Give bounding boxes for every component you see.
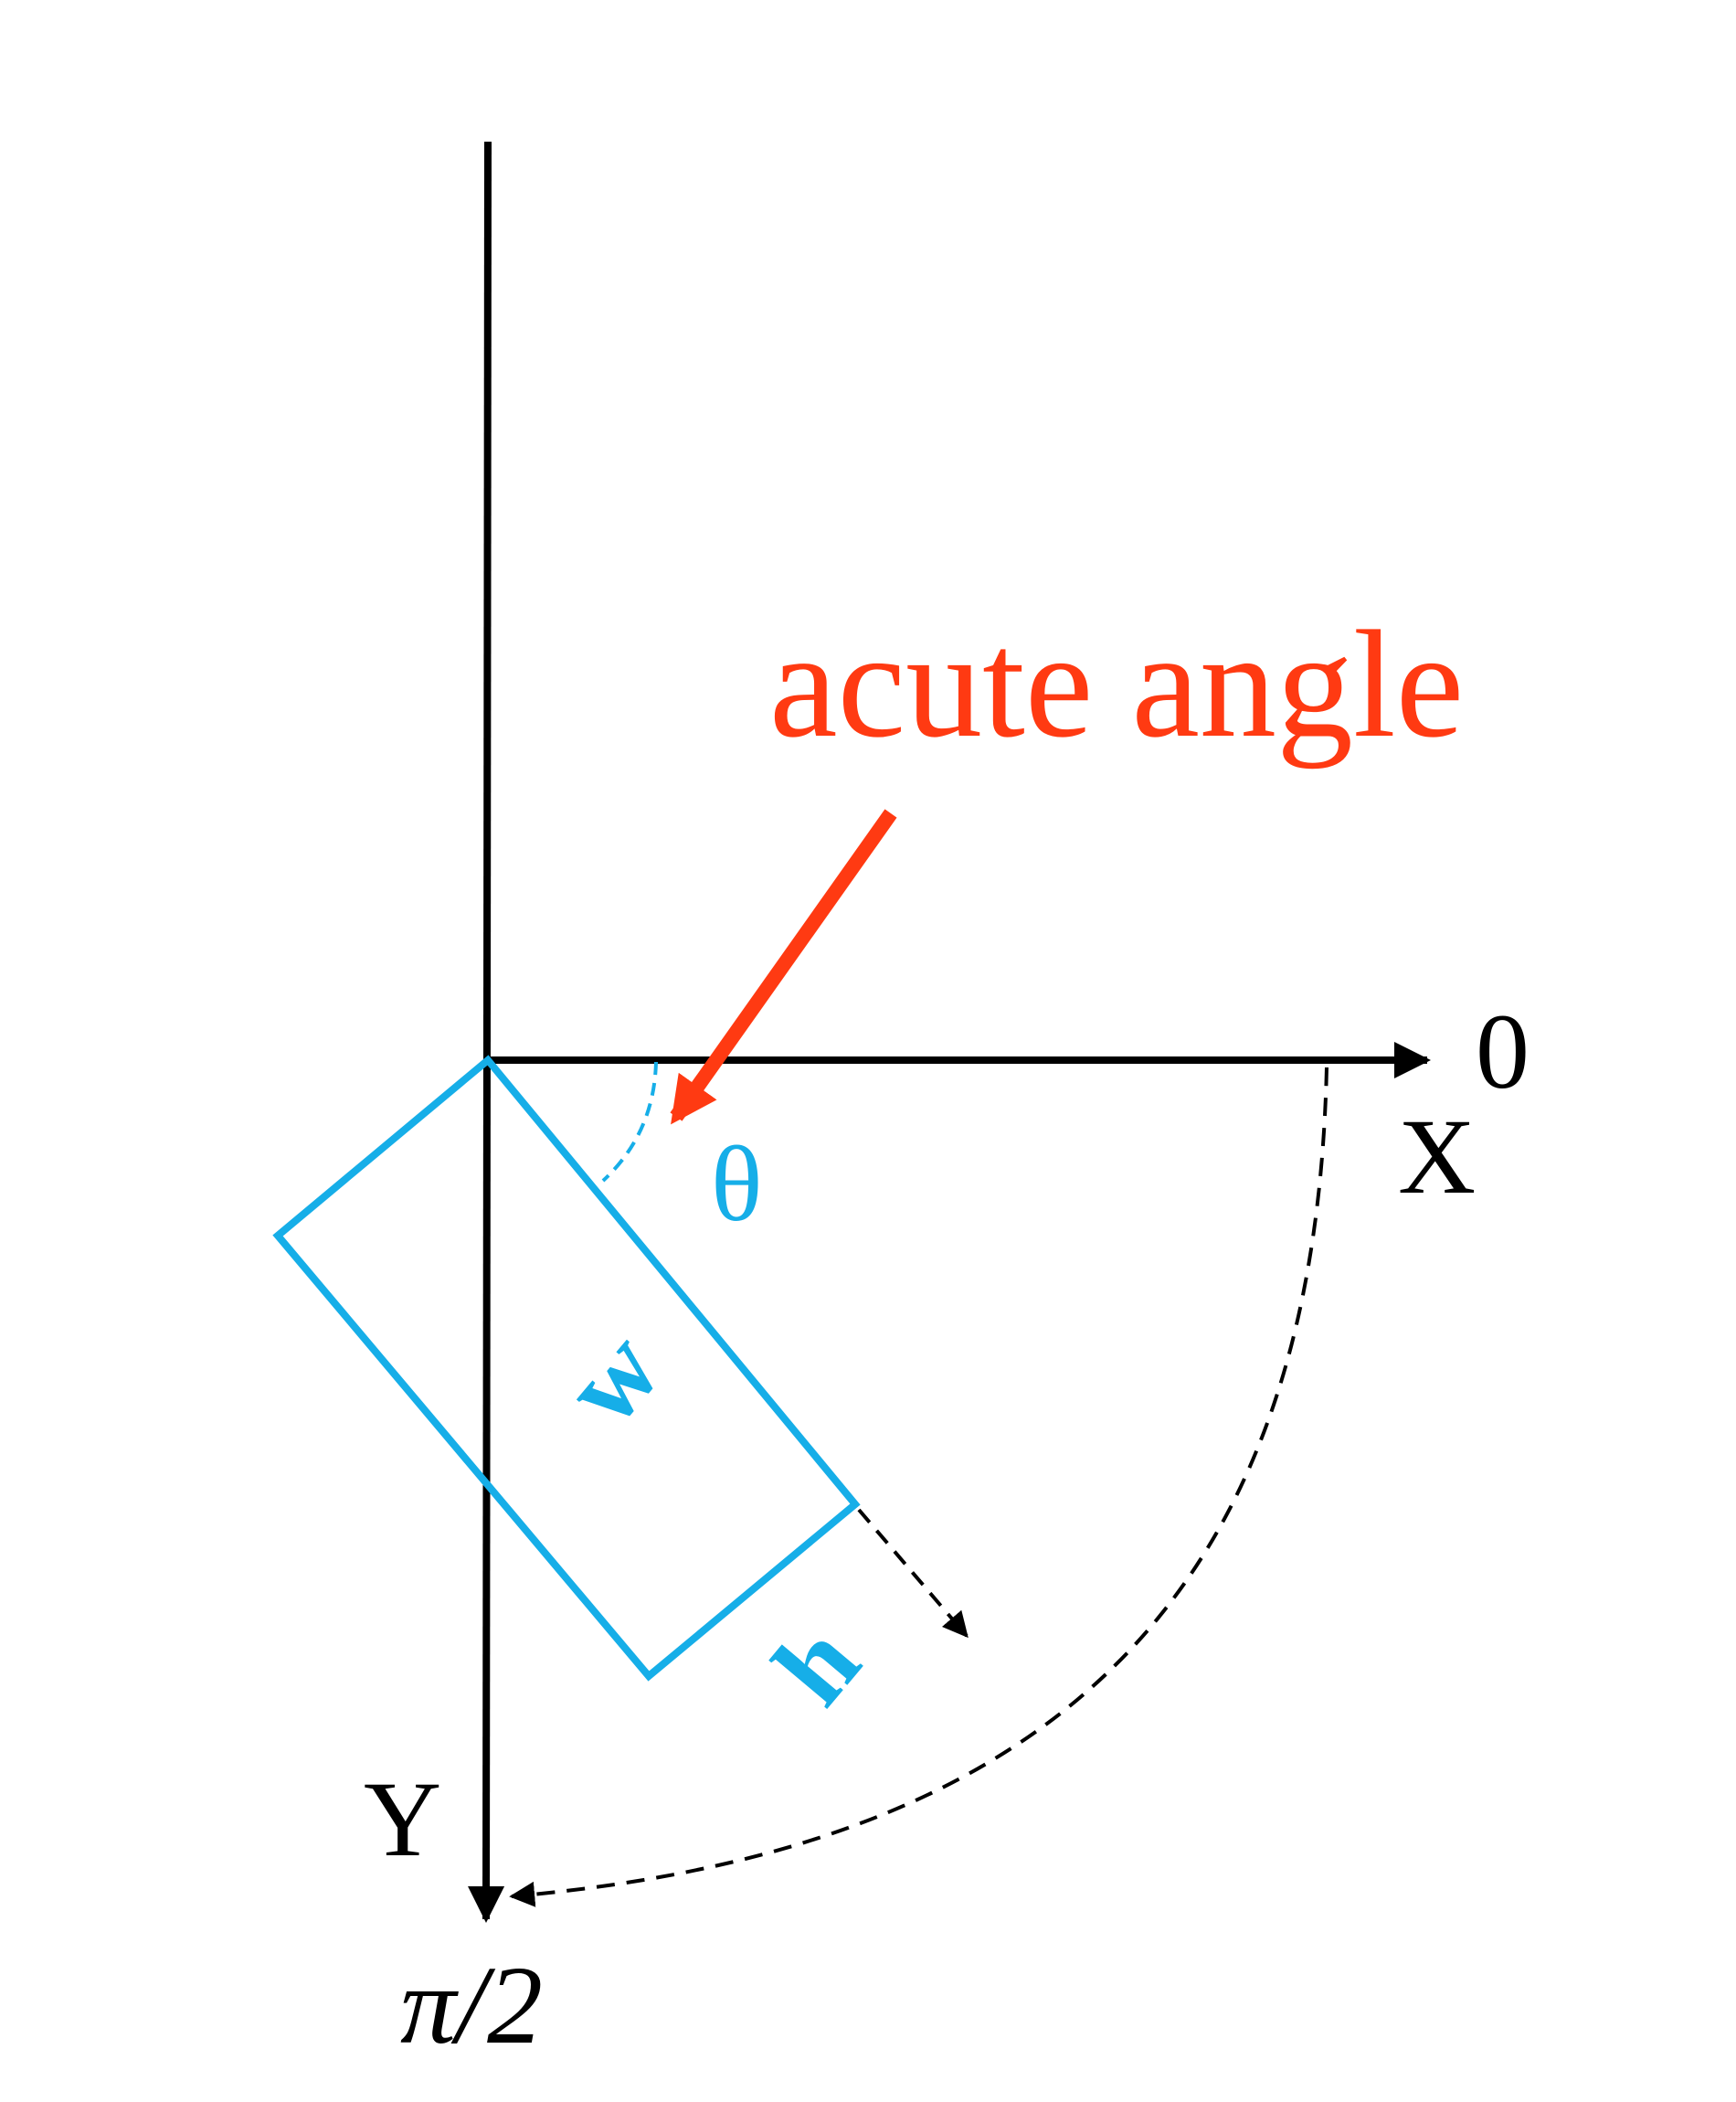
y-axis-line — [468, 141, 505, 1923]
rotated-box — [272, 1055, 861, 1682]
pi-half-label: π/2 — [400, 1944, 543, 2067]
rotation-arc-dashed — [509, 1067, 1328, 1907]
box-extension-arrow — [857, 1508, 969, 1639]
zero-angle-label: 0 — [1476, 992, 1530, 1111]
annotation-label: acute angle — [769, 600, 1464, 770]
acute-angle-arrow — [670, 809, 897, 1125]
height-label: h — [750, 1602, 883, 1727]
y-axis-label: Y — [364, 1759, 441, 1879]
theta-label: θ — [711, 1124, 763, 1244]
width-label: w — [540, 1309, 684, 1448]
x-axis-label: X — [1398, 1097, 1476, 1216]
theta-arc-dashed — [601, 1061, 658, 1183]
